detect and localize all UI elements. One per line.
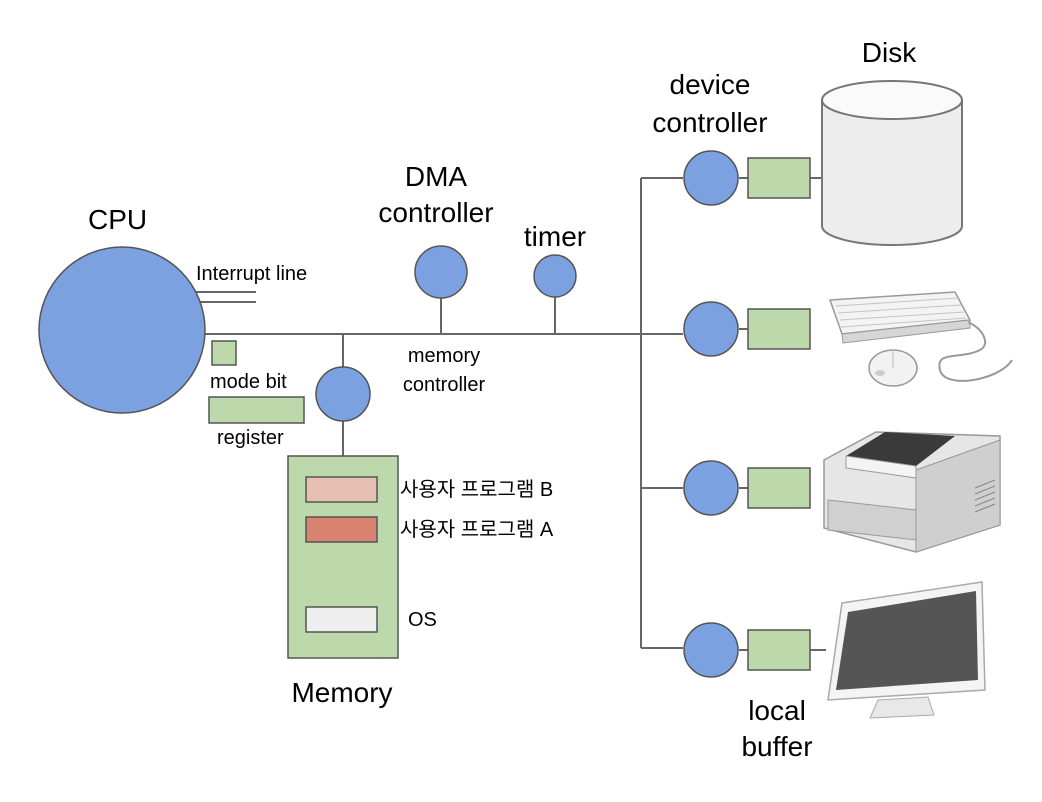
device-controller-disk — [683, 150, 739, 206]
disk-label: Disk — [861, 37, 917, 68]
program-a-label: 사용자 프로그램 A — [400, 519, 554, 541]
interrupt-line-label: Interrupt line — [196, 263, 308, 285]
memory-controller-label-line1: memory — [407, 345, 481, 367]
cpu-circle — [38, 246, 206, 414]
keyboard-mouse-icon — [828, 291, 1013, 387]
local-buffer-disk — [747, 157, 811, 199]
program-a-block — [305, 516, 378, 543]
local-buffer-label-line2: buffer — [741, 731, 813, 762]
local-buffer-keyboard — [747, 308, 811, 350]
device-controller-monitor — [683, 622, 739, 678]
memory-controller-circle — [315, 366, 371, 422]
local-buffer-label-line1: local — [748, 695, 806, 726]
memory-controller-label-line2: controller — [402, 374, 486, 396]
register-label: register — [217, 427, 284, 449]
dma-controller-circle — [414, 245, 468, 299]
os-label: OS — [408, 609, 437, 631]
device-controller-printer — [683, 460, 739, 516]
program-b-block — [305, 476, 378, 503]
mode-bit-label: mode bit — [210, 371, 287, 393]
program-b-label: 사용자 프로그램 B — [400, 479, 554, 501]
printer-icon — [823, 431, 1001, 553]
cpu-label: CPU — [88, 204, 148, 235]
register-box — [208, 396, 305, 424]
dma-label-line1: DMA — [404, 161, 468, 192]
monitor-icon — [827, 581, 986, 719]
device-controller-keyboard — [683, 301, 739, 357]
os-block — [305, 606, 378, 633]
bus-lines — [196, 177, 826, 651]
timer-label: timer — [523, 221, 587, 252]
local-buffer-monitor — [747, 629, 811, 671]
disk-cylinder-icon — [821, 80, 963, 246]
timer-circle — [533, 254, 577, 298]
memory-label: Memory — [291, 677, 393, 708]
device-controller-label-line1: device — [669, 69, 751, 100]
local-buffer-printer — [747, 467, 811, 509]
device-controller-label-line2: controller — [652, 107, 768, 138]
mode-bit-box — [211, 340, 237, 366]
dma-label-line2: controller — [378, 197, 494, 228]
device-controllers — [683, 150, 811, 678]
